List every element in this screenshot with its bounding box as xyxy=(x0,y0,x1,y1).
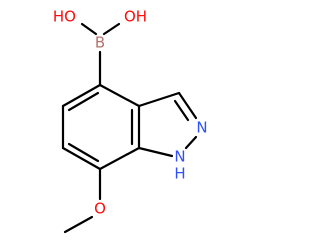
bond-c6-c7-inner xyxy=(67,142,100,163)
hydroxyl-label-left: HO xyxy=(53,8,76,26)
bond-c7-c7a xyxy=(98,146,141,171)
bond-c3-n2-inner xyxy=(173,99,190,122)
nh-hydrogen-label: H xyxy=(174,165,185,183)
pyrazole-nitrogen-label: N xyxy=(196,119,207,137)
bond-b-oh-left xyxy=(80,22,98,36)
methoxy-oxygen-label: O xyxy=(94,200,106,218)
bond-c4-c3a xyxy=(98,83,141,108)
bond-c6-c7 xyxy=(61,146,102,171)
bond-n2-n1 xyxy=(184,135,198,150)
bond-c3a-c3 xyxy=(137,91,181,108)
bond-lines xyxy=(61,22,198,234)
bond-c3-n2 xyxy=(177,91,198,120)
molecule-structure: HO OH B N N H O xyxy=(53,8,208,234)
boron-label: B xyxy=(95,34,105,52)
bond-n1-c7a xyxy=(137,146,174,158)
hydroxyl-label-right: OH xyxy=(124,8,147,26)
bond-c4-c5 xyxy=(61,83,102,108)
bond-b-oh-right xyxy=(102,22,121,36)
bond-c4-c5-inner xyxy=(67,91,100,112)
bond-o-methyl xyxy=(63,215,94,234)
nh-nitrogen-label: N xyxy=(174,148,185,166)
